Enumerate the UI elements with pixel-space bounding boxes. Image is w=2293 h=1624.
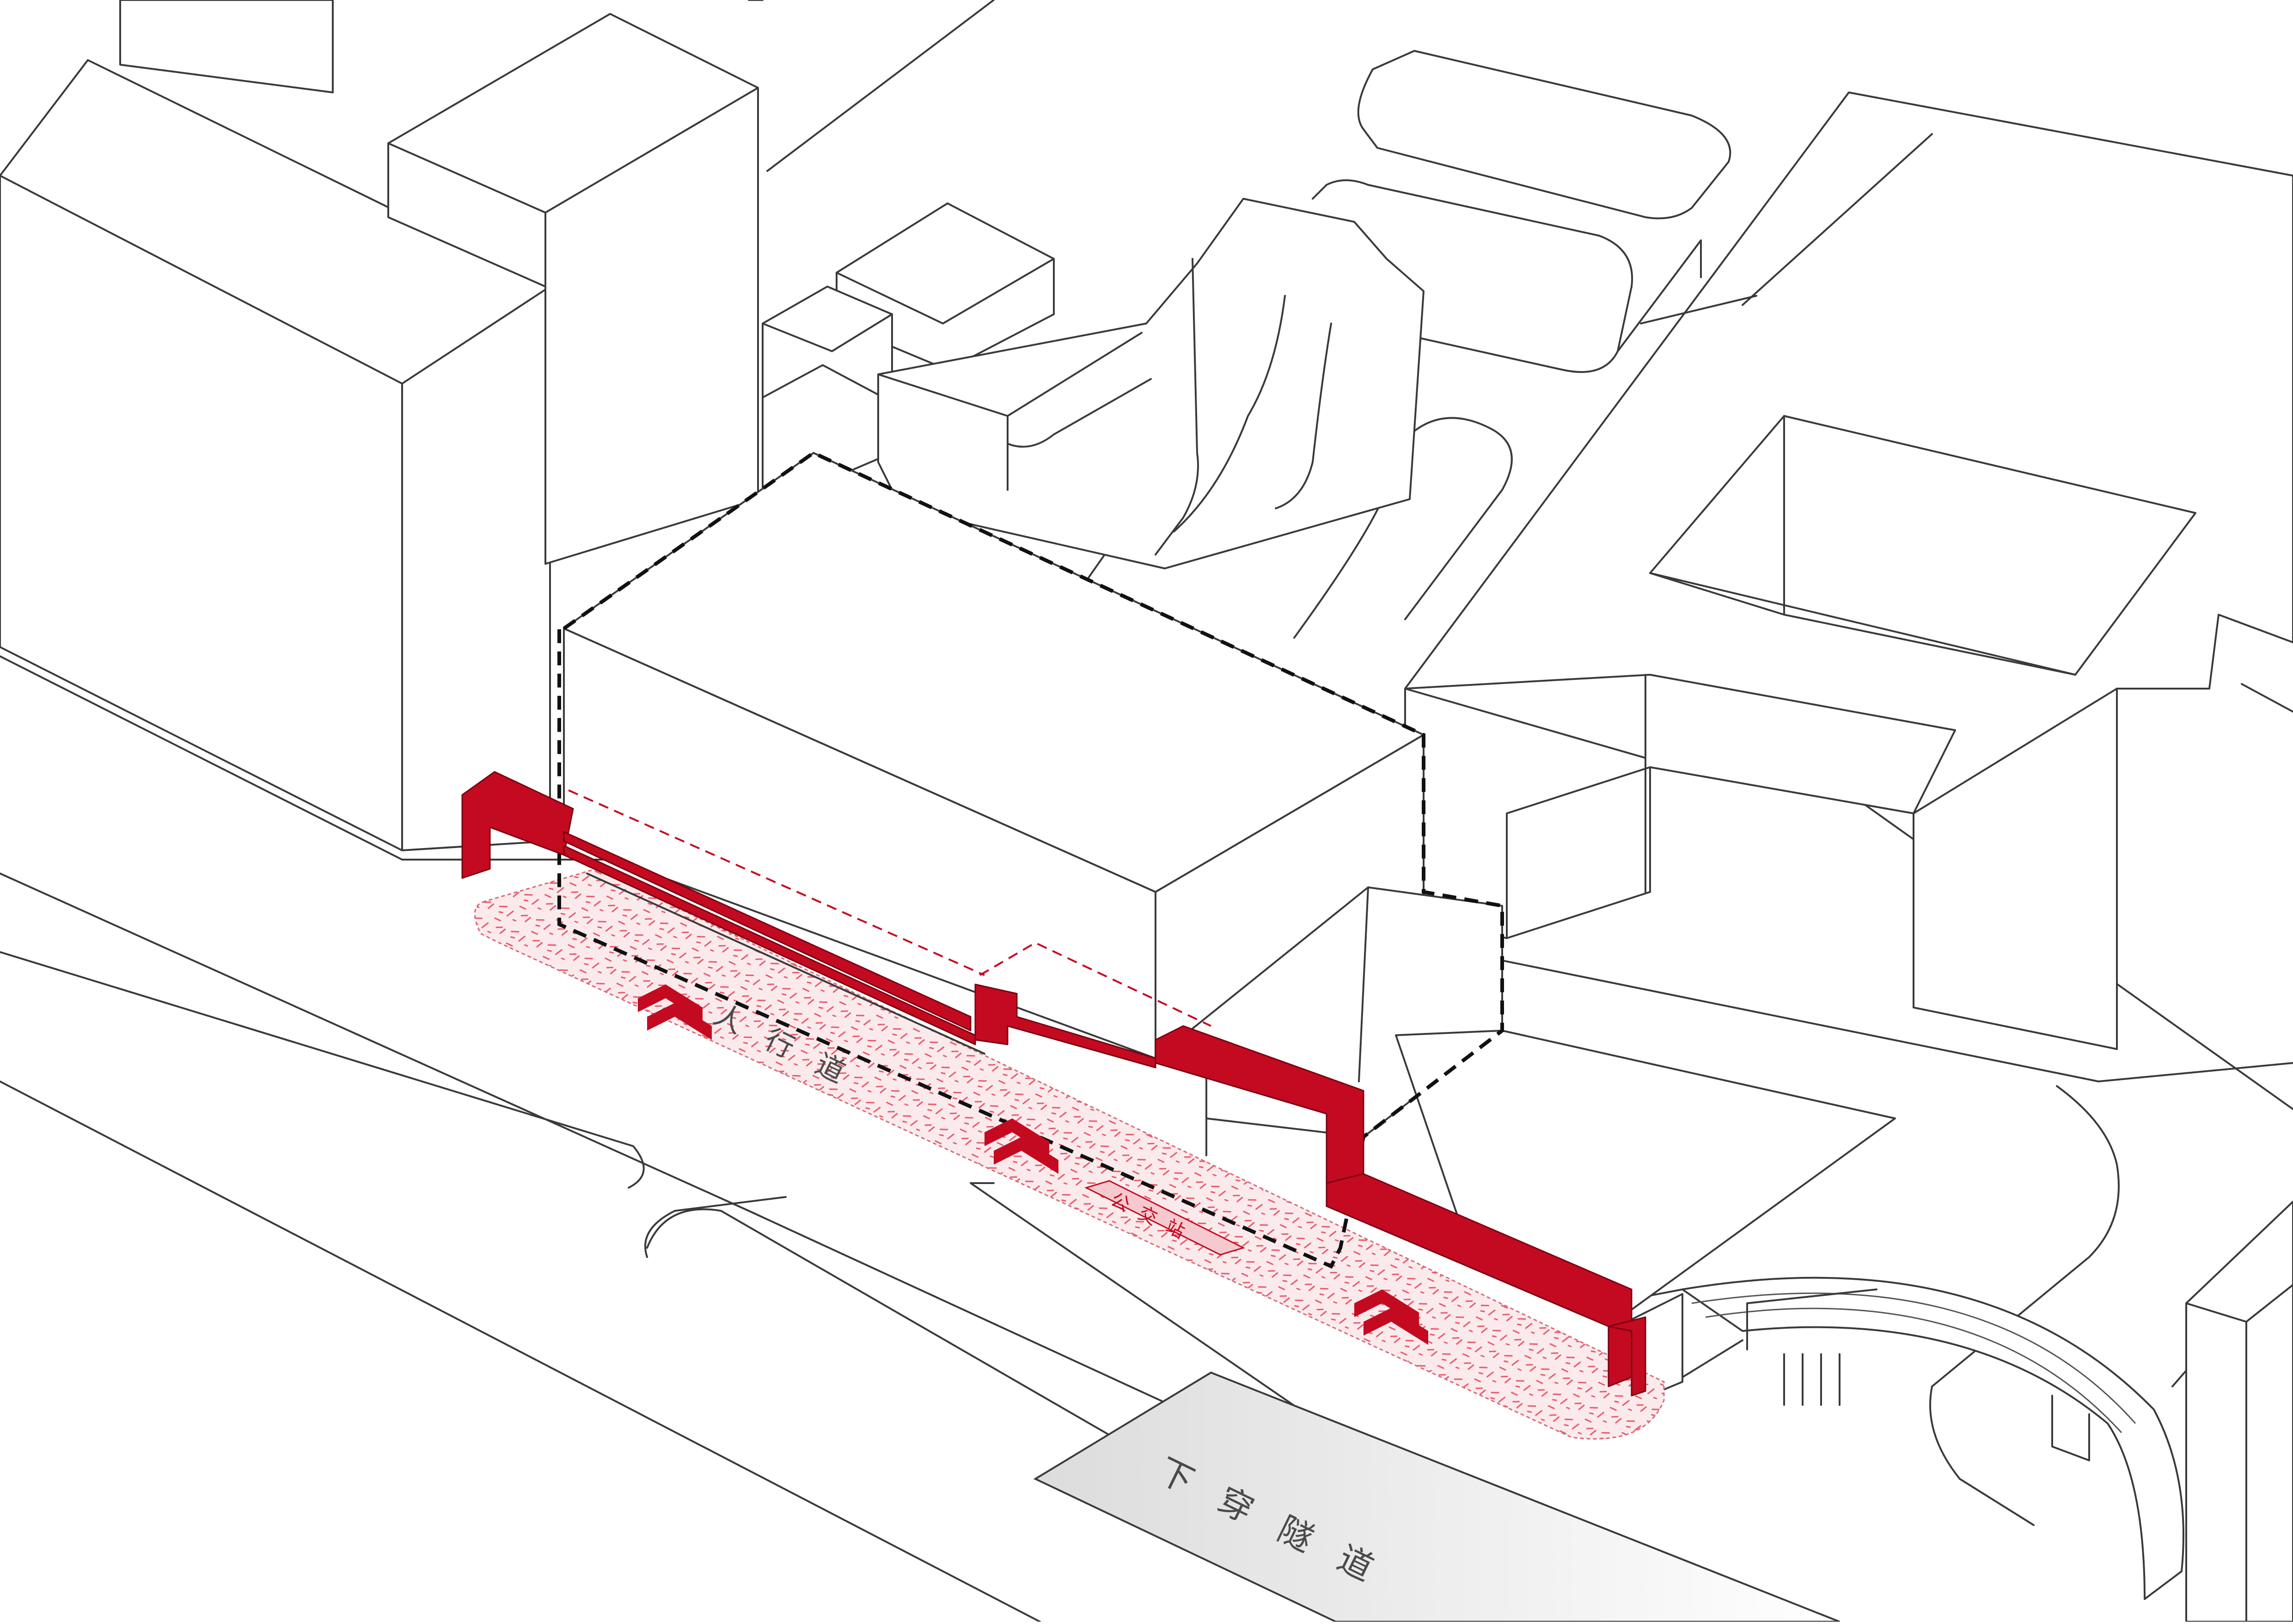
- pedestrian-zone: [474, 868, 1665, 1440]
- double-chevron-up-icon: [638, 984, 712, 1040]
- direction-arrows: [638, 984, 1428, 1345]
- red-canopy: [461, 771, 1646, 1397]
- double-chevron-up-icon: [984, 1118, 1058, 1174]
- curved-ramp: [1584, 1276, 2184, 1600]
- underpass-tunnel: 下穿隧道: [1033, 1371, 1840, 1623]
- building-footprint-dashed: [557, 451, 1504, 1269]
- double-chevron-up-icon: [1354, 1289, 1428, 1345]
- site-islands: [644, 50, 1731, 1258]
